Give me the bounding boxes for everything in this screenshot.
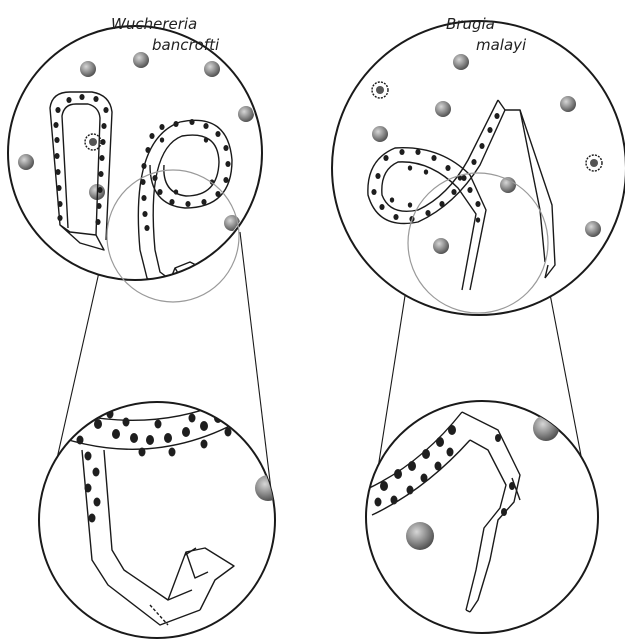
red-blood-cell-magnified — [533, 415, 559, 441]
species-name-line2: bancrofti — [152, 36, 220, 54]
species-name-line1: Brugia — [446, 15, 495, 33]
species-name-line2: malayi — [476, 36, 527, 54]
magnified-view-circle — [39, 402, 275, 638]
panel-wuchereria: Wuchereria bancrofti — [8, 15, 281, 638]
red-blood-cell-magnified — [406, 522, 434, 550]
species-name-line1: Wuchereria — [111, 15, 197, 33]
panel-brugia: Brugia malayi — [332, 15, 625, 633]
magnified-view-circle — [366, 401, 598, 633]
